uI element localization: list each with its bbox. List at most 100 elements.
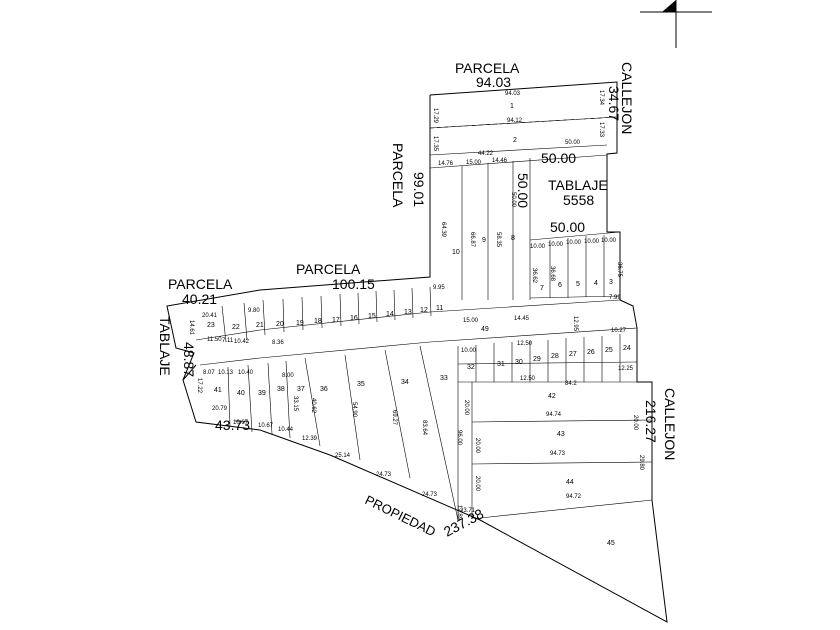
dim-20-79: 20.79 <box>212 406 228 412</box>
lot-8: 8 <box>511 235 515 242</box>
tablaje-top-num: 5558 <box>563 192 594 208</box>
dim-10-42: 10.42 <box>234 339 250 345</box>
lot-20: 20 <box>276 321 284 328</box>
lot-11: 11 <box>436 305 443 312</box>
lot-10: 10 <box>452 249 460 256</box>
dim-54-90: 54.90 <box>351 402 357 418</box>
dim-24-73-b: 24.73 <box>376 472 392 478</box>
lot-40: 40 <box>237 390 245 397</box>
lot-36: 36 <box>320 386 328 393</box>
lot-22: 22 <box>232 324 240 331</box>
callejon-right-dim: 216.27 <box>643 400 659 443</box>
lot-14: 14 <box>386 311 394 318</box>
dim-20-41: 20.41 <box>202 313 218 319</box>
dim-69-27: 69.27 <box>391 410 397 426</box>
dim-10-67-b: 10.67 <box>233 420 249 426</box>
lot-41: 41 <box>214 387 222 394</box>
dim-94-12: 94.12 <box>507 118 523 124</box>
dimension-labels: 94.03 94.12 17.34 17.33 17.29 17.35 50.0… <box>188 90 644 521</box>
lot-27: 27 <box>569 351 577 358</box>
parcela-left-dim: 40.21 <box>182 291 217 307</box>
lots-3-7-block <box>529 231 621 299</box>
street-49 <box>182 299 638 381</box>
dim-58-35: 58.35 <box>495 232 501 248</box>
lot-35: 35 <box>357 381 365 388</box>
dim-17-33: 17.33 <box>598 122 604 138</box>
lot-1: 1 <box>510 103 514 110</box>
dim-17-29: 17.29 <box>432 108 438 124</box>
dim-12-25: 12.25 <box>618 366 634 372</box>
dim-14-45: 14.45 <box>514 316 530 322</box>
lot-28: 28 <box>551 353 559 360</box>
lot-16: 16 <box>350 315 358 322</box>
dim-8-07: 8.07 <box>203 370 215 376</box>
dim-7-99: 7.99 <box>609 295 621 301</box>
parcela-top-label: PARCELA <box>455 60 520 76</box>
dim-20-00-r: 20.00 <box>632 415 638 431</box>
dim-50-a: 50.00 <box>541 150 576 166</box>
lot-17: 17 <box>332 317 340 324</box>
dim-10-27: 10.27 <box>611 328 627 334</box>
dim-12-39: 12.39 <box>302 436 318 442</box>
dim-14-76: 14.76 <box>438 161 454 167</box>
dim-36-62: 36.62 <box>531 268 537 284</box>
lot-39: 39 <box>258 390 266 397</box>
top-lots <box>429 116 618 169</box>
vertical-lots <box>461 158 531 300</box>
vertical-50-label: 50.00 <box>515 173 531 208</box>
dim-84-2: 84.2 <box>565 381 577 387</box>
lot-29: 29 <box>533 356 541 363</box>
lot-42: 42 <box>548 393 556 400</box>
dim-7-11: 7.11 <box>222 338 234 344</box>
lot-4: 4 <box>594 280 598 287</box>
lot-37: 37 <box>297 386 305 393</box>
tablaje-top-label: TABLAJE <box>548 177 608 193</box>
dim-10-44: 10.44 <box>278 427 294 433</box>
dim-20-00-b: 20.00 <box>474 438 480 454</box>
lots-42-45 <box>457 382 653 520</box>
dim-8-36: 8.36 <box>272 340 284 346</box>
dim-10-00-e: 10.00 <box>601 238 617 244</box>
dim-12-95: 12.95 <box>572 316 578 332</box>
parcela-mid-dim: 99.01 <box>411 172 427 207</box>
lot-21: 21 <box>256 322 264 329</box>
dim-10-00-c: 10.00 <box>566 240 582 246</box>
lots-24-32 <box>457 334 652 383</box>
lot-13: 13 <box>404 309 412 316</box>
lot-9: 9 <box>482 237 486 244</box>
dim-10-67-a: 10.67 <box>258 423 274 429</box>
lot-33: 33 <box>440 375 448 382</box>
parcela-top-dim: 94.03 <box>476 74 511 90</box>
bottom-left-dim: 43.73 <box>215 417 250 433</box>
dim-64-39: 64.39 <box>440 222 446 238</box>
dim-40-62: 40.62 <box>310 398 316 414</box>
dim-50-00-top: 50.00 <box>565 140 581 146</box>
dim-94-03: 94.03 <box>505 91 521 97</box>
parcela-left-label: PARCELA <box>168 276 233 292</box>
parcela-center-label: PARCELA <box>296 261 361 277</box>
lot-24: 24 <box>623 345 631 352</box>
upper-row-lots <box>221 286 432 343</box>
dim-20-00-c: 20.00 <box>474 476 480 492</box>
lot-25: 25 <box>605 347 613 354</box>
callejon-top-label: CALLEJON <box>619 62 635 134</box>
dim-23-71: 23.71 <box>460 508 476 514</box>
dim-33-15: 33.15 <box>292 396 298 412</box>
lot-numbers: 1 2 10 9 8 7 6 5 4 3 49 23 22 21 20 19 1… <box>207 103 631 547</box>
dim-15-00-top: 15.00 <box>466 160 482 166</box>
dim-14-61: 14.61 <box>188 320 194 336</box>
parcela-center-dim: 100.15 <box>332 276 375 292</box>
lot-5: 5 <box>576 281 580 288</box>
lot-18: 18 <box>314 318 322 325</box>
dim-94-72: 94.72 <box>566 494 582 500</box>
north-arrow-icon <box>640 0 712 48</box>
dim-94-73: 94.73 <box>550 451 566 457</box>
dim-36-68: 36.68 <box>549 266 555 282</box>
lot-44: 44 <box>566 479 574 486</box>
dim-10-40: 10.40 <box>238 370 254 376</box>
dim-29-80: 29.80 <box>638 455 644 471</box>
callejon-top-dim: 34.67 <box>606 86 622 121</box>
lot-12: 12 <box>420 307 428 314</box>
lot-2: 2 <box>513 137 517 144</box>
